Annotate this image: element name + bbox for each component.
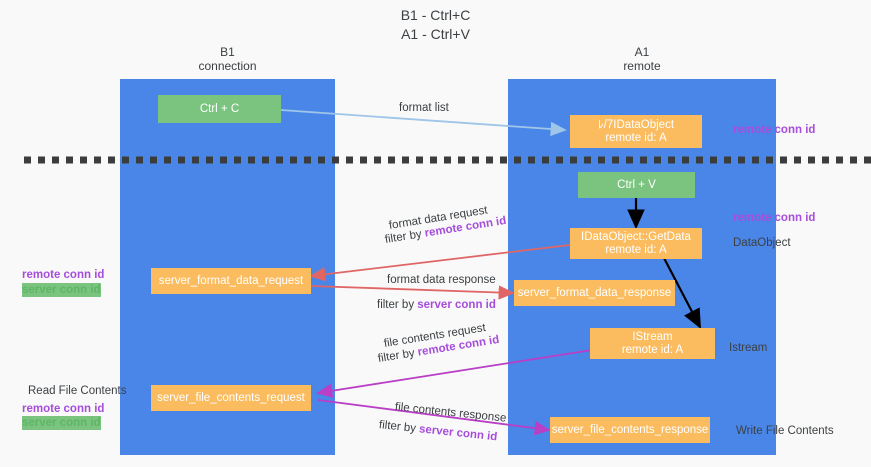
filter-prefix: filter by [377,299,418,311]
annotation-left-remote-conn-id-bottom: remote conn id [22,403,105,415]
annotation-left-remote-conn-id-mid: remote conn id [22,269,105,281]
column-left-title: B1 [220,45,235,59]
node-server-file-contents-response[interactable]: server_file_contents_response [550,417,710,443]
edge-format-data-response [310,285,515,300]
edge-label-format-data-response-filter: filter by server conn id [377,298,496,312]
column-header-left: B1 connection [120,45,335,73]
column-header-right: A1 remote [508,45,776,73]
node-ctrl-c-label: Ctrl + C [199,102,240,115]
column-right-title: A1 [634,45,650,59]
node-istream[interactable]: IStream remote id: A [590,328,715,359]
title-line-2: A1 - Ctrl+V [401,26,470,42]
annotation-dataobject: DataObject [733,237,791,249]
diagram-title: B1 - Ctrl+C A1 - Ctrl+V [0,6,871,44]
column-right-subtitle: remote [623,59,661,73]
annotation-read-file-contents: Read File Contents [28,385,127,397]
node-server-format-data-request[interactable]: server_format_data_request [151,268,311,294]
node-getdata-line2: remote id: A [605,243,667,256]
filter-prefix: filter by [378,419,420,436]
node-istream-line1: IStream [632,330,673,343]
annotation-istream: Istream [729,342,768,354]
node-idataobject-line2: remote id: A [605,131,667,144]
node-server-file-contents-request-label: server_file_contents_request [157,391,305,404]
annotation-write-file-contents: Write File Contents [736,425,834,437]
annotation-left-server-conn-id-bottom: server conn id [22,416,101,430]
node-idataobject-getdata[interactable]: IDataObject::GetData remote id: A [570,228,702,259]
node-idataobject[interactable]: ﾚ/7IDataObject remote id: A [570,115,702,148]
node-ctrl-c[interactable]: Ctrl + C [158,95,281,123]
column-left-subtitle: connection [198,59,257,73]
filter-key-server-conn-id: server conn id [417,299,496,311]
node-server-format-data-request-label: server_format_data_request [158,274,304,287]
node-server-file-contents-request[interactable]: server_file_contents_request [151,385,311,411]
annotation-remote-conn-id-mid: remote conn id [733,212,816,224]
node-istream-line2: remote id: A [621,343,684,356]
node-idataobject-line1: ﾚ/7IDataObject [597,118,675,131]
node-ctrl-v-label: Ctrl + V [617,178,656,191]
edge-label-format-data-response: format data response [387,274,496,286]
edge-label-format-list: format list [399,102,449,114]
annotation-remote-conn-id-top: remote conn id [733,124,816,136]
annotation-left-server-conn-id-mid: server conn id [22,283,101,297]
filter-key-server-conn-id: server conn id [418,423,498,444]
node-ctrl-v[interactable]: Ctrl + V [578,172,695,198]
node-server-format-data-response[interactable]: server_format_data_response [514,280,675,306]
title-line-1: B1 - Ctrl+C [400,7,471,23]
node-server-format-data-response-label: server_format_data_response [517,286,672,299]
node-getdata-line1: IDataObject::GetData [581,230,691,243]
filter-prefix: filter by [377,346,419,365]
node-server-file-contents-response-label: server_file_contents_response [551,423,709,436]
